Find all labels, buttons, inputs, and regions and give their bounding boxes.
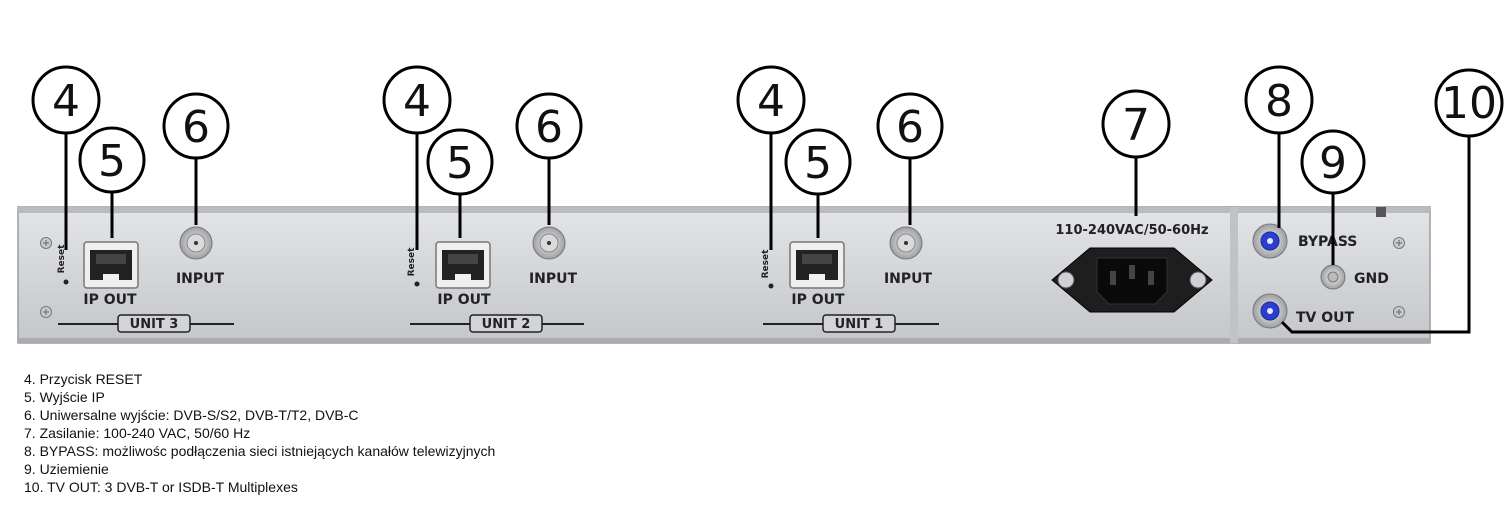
ground-terminal-icon[interactable] [1320,264,1346,290]
callout-ipout-unit3: 5 [78,126,146,194]
input-label: INPUT [529,271,578,287]
power-socket-icon[interactable] [1051,247,1213,313]
gnd-label: GND [1354,271,1389,287]
callout-input-unit2: 6 [515,92,583,160]
rj45-port-icon[interactable] [435,241,491,289]
f-connector-icon[interactable] [179,226,213,260]
unit-divider [58,314,234,333]
callout-number: 7 [1122,100,1150,151]
rj45-port-icon[interactable] [83,241,139,289]
input-label: INPUT [176,271,225,287]
ipout-label: IP OUT [791,292,845,308]
callout-input-unit3: 6 [162,92,230,160]
callout-number: 10 [1441,78,1497,129]
callout-number: 5 [804,138,832,189]
rj45-port-icon[interactable] [789,241,845,289]
power-label: 110-240VAC/50-60Hz [1055,223,1208,238]
input-label: INPUT [884,271,933,287]
reset-button[interactable] [63,279,69,285]
bypass-label: BYPASS [1298,234,1357,250]
callout-number: 6 [896,102,924,153]
callout-bypass: 8 [1244,65,1314,135]
legend-item: 9. Uziemienie [24,461,109,477]
leader-line [1280,135,1471,334]
callout-number: 4 [52,76,80,127]
callout-ipout-unit1: 5 [784,128,852,196]
legend-item: 6. Uniwersalne wyjście: DVB-S/S2, DVB-T/… [24,407,359,423]
unit-divider [763,314,939,333]
callout-number: 4 [757,76,785,127]
tvout-connector-icon[interactable] [1252,293,1288,329]
callout-number: 6 [535,102,563,153]
callout-number: 8 [1265,76,1293,127]
unit-divider [410,314,584,333]
rear-panel-diagram: Reset IP OUT INPUT UNIT 3 Reset [17,65,1504,344]
reset-label: Reset [57,244,67,273]
unit-label: UNIT 1 [835,317,884,332]
callout-gnd: 9 [1300,129,1366,195]
callout-number: 5 [446,138,474,189]
legend-item: 4. Przycisk RESET [24,371,143,387]
tvout-label: TV OUT [1296,310,1355,326]
unit-3-group: Reset IP OUT INPUT UNIT 3 [57,226,234,333]
bypass-connector-icon[interactable] [1252,223,1288,259]
callout-number: 9 [1319,138,1347,189]
callout-leaders [64,124,1471,334]
callout-tvout: 10 [1434,68,1504,138]
callout-number: 4 [403,76,431,127]
reset-button[interactable] [414,281,420,287]
ipout-label: IP OUT [83,292,137,308]
unit-label: UNIT 2 [482,317,531,332]
callout-ipout-unit2: 5 [426,128,494,196]
unit-2-group: Reset IP OUT INPUT UNIT 2 [407,226,584,333]
ipout-label: IP OUT [437,292,491,308]
callout-number: 5 [98,136,126,187]
legend-item: 5. Wyjście IP [24,389,105,405]
reset-label: Reset [761,249,771,278]
callout-number: 6 [182,102,210,153]
callout-input-unit1: 6 [876,92,944,160]
callouts: 4 5 6 4 5 6 4 5 [31,65,1504,196]
legend-item: 7. Zasilanie: 100-240 VAC, 50/60 Hz [24,425,251,441]
unit-1-group: Reset IP OUT INPUT UNIT 1 [761,226,939,333]
callout-reset-unit1: 4 [736,65,806,135]
legend-item: 10. TV OUT: 3 DVB-T or ISDB-T Multiplexe… [24,479,298,495]
chassis-panel [17,206,1431,344]
screw-icon [1393,237,1405,249]
screw-icon [40,306,52,318]
power-section: 110-240VAC/50-60Hz [1051,223,1213,313]
rf-section: BYPASS GND TV OUT [1252,223,1389,329]
reset-button[interactable] [768,283,774,289]
panel-screws [40,237,1405,318]
callout-power: 7 [1101,89,1171,159]
unit-label: UNIT 3 [130,317,179,332]
reset-label: Reset [407,247,417,276]
legend-list: 4. Przycisk RESET 5. Wyjście IP 6. Uniwe… [24,370,495,496]
screw-icon [40,237,52,249]
legend-item: 8. BYPASS: możliwośc podłączenia sieci i… [24,443,496,459]
screw-icon [1393,306,1405,318]
callout-reset-unit2: 4 [382,65,452,135]
callout-reset-unit3: 4 [31,65,101,135]
f-connector-icon[interactable] [532,226,566,260]
f-connector-icon[interactable] [889,226,923,260]
